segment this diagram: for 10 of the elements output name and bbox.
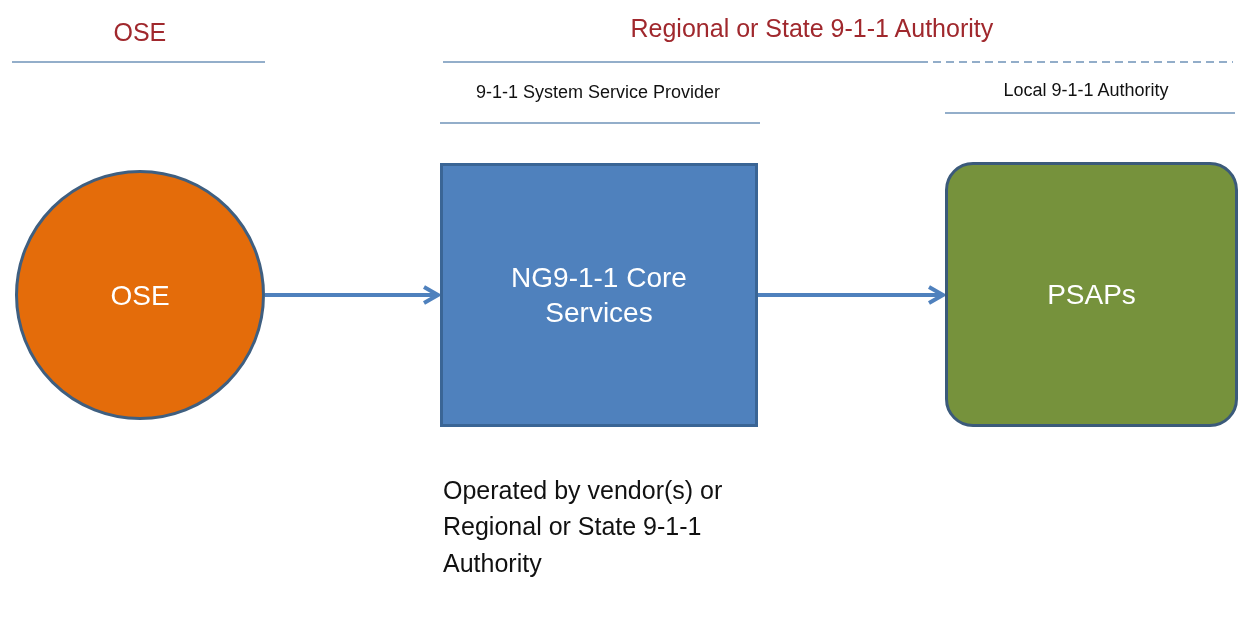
arrow — [758, 285, 945, 305]
header-label: Regional or State 9-1-1 Authority — [630, 14, 994, 43]
arrow — [265, 285, 440, 305]
header-label: Local 9-1-1 Authority — [1003, 80, 1169, 101]
process-circle: OSE — [15, 170, 265, 420]
process-box: NG9-1-1 Core Services — [440, 163, 758, 427]
process-box: PSAPs — [945, 162, 1238, 427]
header-label: 9-1-1 System Service Provider — [476, 82, 721, 103]
header-label: OSE — [113, 18, 167, 47]
node-caption: Operated by vendor(s) or Regional or State 9-1-1 Authority — [443, 475, 724, 579]
